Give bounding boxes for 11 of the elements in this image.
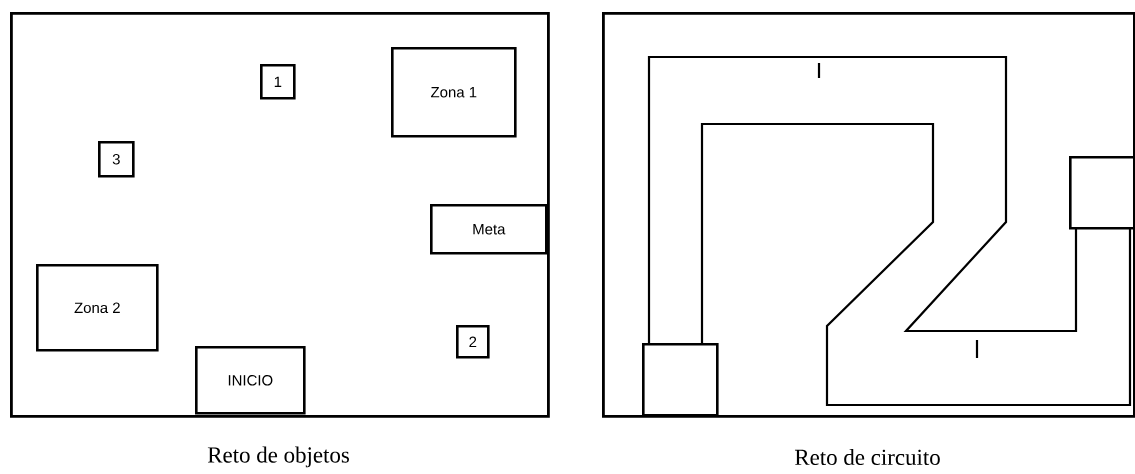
- number-box: 1: [260, 64, 296, 100]
- zone-box: Zona 1: [391, 47, 517, 138]
- number-box: 3: [98, 141, 135, 178]
- goal-box: Meta: [430, 204, 548, 255]
- panel-label: Reto de circuito: [795, 448, 940, 466]
- goal-box: [1069, 156, 1135, 230]
- number-box: 2: [456, 325, 490, 359]
- start-box: INICIO: [195, 345, 306, 415]
- zone-box: Zona 2: [36, 264, 159, 352]
- panel-label: Reto de objetos: [207, 446, 349, 468]
- start-box: [642, 342, 719, 417]
